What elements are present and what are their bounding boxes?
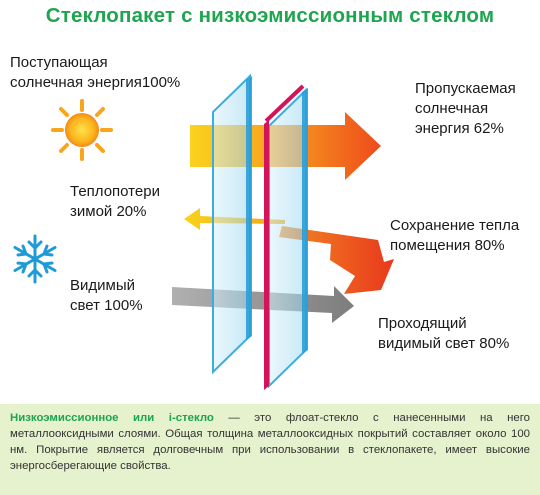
label-incoming-solar: Поступающая солнечная энергия100% [10,53,180,93]
label-transmitted-solar: Пропускаемая солнечная энергия 62% [415,79,516,139]
glass-pane-outer [212,73,251,375]
label-visible-out: Проходящий видимый свет 80% [378,314,509,354]
label-line: зимой 20% [70,203,147,220]
label-visible-in: Видимый свет 100% [70,276,143,316]
label-line: солнечная [415,100,489,117]
label-line: солнечная энергия100% [10,74,181,91]
label-line: Поступающая [10,54,108,71]
label-line: Сохранение тепла [390,217,520,234]
glass-pane-inner [268,87,307,389]
arrow-heat-retention [279,226,394,294]
label-line: Пропускаемая [415,80,516,97]
footer-text: — это флоат-стекло с нанесенными на него… [10,412,530,472]
label-heat-retention: Сохранение тепла помещения 80% [390,216,519,256]
arrow-visible-light [172,286,354,323]
page-title: Стеклопакет с низкоэмиссионным стеклом [45,4,495,27]
label-line: энергия 62% [415,120,504,137]
label-line: свет 100% [70,297,143,314]
label-winter-loss: Теплопотери зимой 20% [70,182,160,222]
label-line: Теплопотери [70,183,160,200]
footer-term: Низкоэмиссионное или i-стекло [10,412,214,424]
label-line: Проходящий [378,315,467,332]
diagram-canvas [13,73,394,390]
label-line: помещения 80% [390,237,505,254]
footer-note: Низкоэмиссионное или i-стекло — это флоа… [0,404,540,495]
sun-icon [51,99,113,161]
label-line: Видимый [70,277,135,294]
snowflake-icon [13,234,57,284]
label-line: видимый свет 80% [378,335,510,352]
glass-unit [212,73,308,390]
low-e-coating [264,120,269,390]
